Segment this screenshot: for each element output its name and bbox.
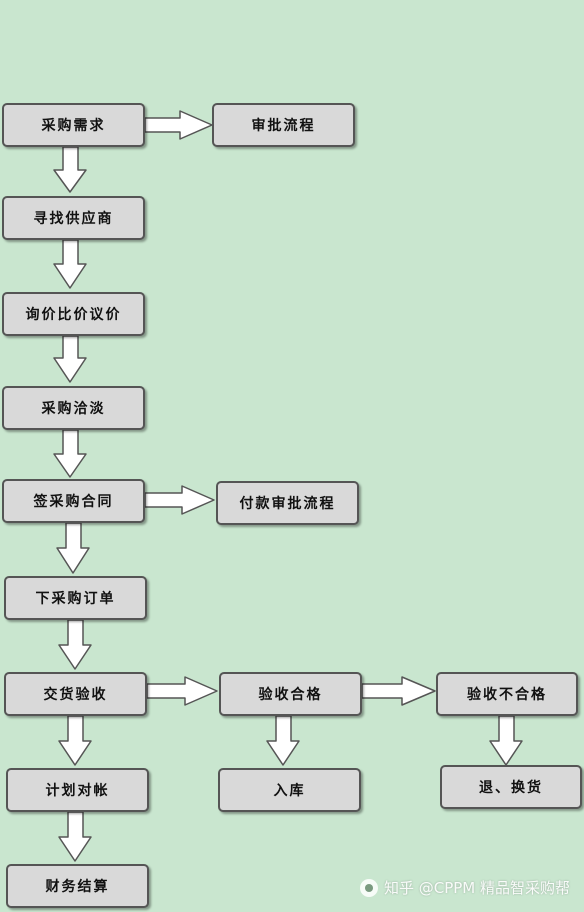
arrow-n4-n5 xyxy=(53,335,87,383)
arrow-n6-n7 xyxy=(144,485,215,515)
node-payment-approval: 付款审批流程 xyxy=(216,481,359,525)
arrow-n5-n6 xyxy=(53,429,87,478)
node-return-exchange: 退、换货 xyxy=(440,765,582,809)
arrow-n9-n12 xyxy=(58,715,92,766)
arrow-n9-n10 xyxy=(146,676,218,706)
arrow-n11-n14 xyxy=(489,715,523,766)
arrow-n3-n4 xyxy=(53,239,87,289)
node-warehousing: 入库 xyxy=(218,768,361,812)
node-inspection-passed: 验收合格 xyxy=(219,672,362,716)
node-place-order: 下采购订单 xyxy=(4,576,147,620)
node-inspection-failed: 验收不合格 xyxy=(436,672,578,716)
node-purchase-negotiation: 采购洽淡 xyxy=(2,386,145,430)
arrow-n10-n11 xyxy=(361,676,436,706)
node-purchase-demand: 采购需求 xyxy=(2,103,145,147)
arrow-n1-n2 xyxy=(144,110,213,140)
arrow-n1-n3 xyxy=(53,146,87,193)
arrow-n10-n13 xyxy=(266,715,300,766)
node-plan-reconciliation: 计划对帐 xyxy=(6,768,149,812)
node-find-supplier: 寻找供应商 xyxy=(2,196,145,240)
arrow-n8-n9 xyxy=(58,619,92,670)
node-sign-contract: 签采购合同 xyxy=(2,479,145,523)
arrow-n12-n15 xyxy=(58,811,92,862)
watermark-text: 知乎 @CPPM 精品智采购帮 xyxy=(383,879,570,897)
watermark: 知乎 @CPPM 精品智采购帮 xyxy=(359,877,570,898)
node-delivery-inspection: 交货验收 xyxy=(4,672,147,716)
node-approval-process: 审批流程 xyxy=(212,103,355,147)
wechat-logo-icon xyxy=(359,878,378,897)
node-inquiry-compare-negotiate: 询价比价议价 xyxy=(2,292,145,336)
node-financial-settlement: 财务结算 xyxy=(6,864,149,908)
arrow-n6-n8 xyxy=(56,522,90,574)
